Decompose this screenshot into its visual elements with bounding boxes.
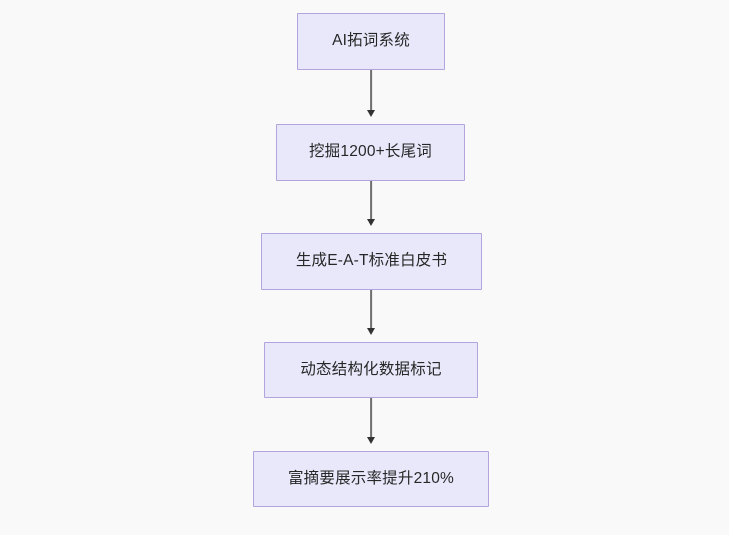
flowchart-node-ai-keyword-system[interactable]: AI拓词系统	[297, 13, 445, 70]
flowchart-node-rich-snippet-uplift[interactable]: 富摘要展示率提升210%	[253, 451, 489, 507]
edge-line	[370, 398, 372, 438]
edge-line	[370, 181, 372, 220]
edge-line	[370, 290, 372, 329]
edge-line	[370, 70, 372, 111]
flowchart-node-dynamic-structured-data[interactable]: 动态结构化数据标记	[264, 342, 478, 398]
flowchart-node-generate-eat-whitepaper[interactable]: 生成E-A-T标准白皮书	[261, 233, 482, 290]
arrowhead-icon	[367, 436, 375, 444]
arrowhead-icon	[367, 327, 375, 335]
arrowhead-icon	[367, 218, 375, 226]
arrowhead-icon	[367, 109, 375, 117]
flowchart-node-mine-longtail-keywords[interactable]: 挖掘1200+长尾词	[276, 124, 465, 181]
